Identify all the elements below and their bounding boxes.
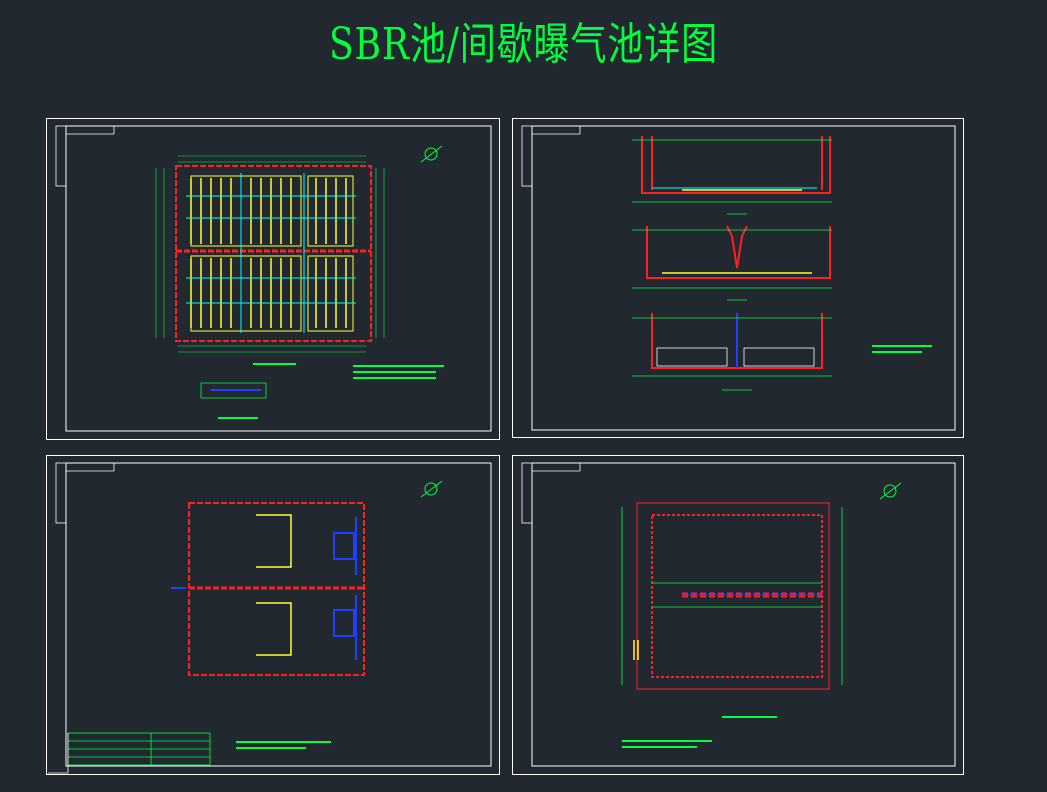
north-arrow-icon xyxy=(420,480,443,498)
sheet-process-plan[interactable] xyxy=(46,455,500,775)
sheet-tank-plan[interactable] xyxy=(512,455,964,775)
sheet-aeration-plan[interactable] xyxy=(46,118,500,440)
north-arrow-icon xyxy=(879,482,902,500)
north-arrow-icon xyxy=(420,145,443,163)
drawing-title: SBR池/间歇曝气池详图 xyxy=(328,19,719,70)
sheet-sections[interactable] xyxy=(512,118,964,438)
